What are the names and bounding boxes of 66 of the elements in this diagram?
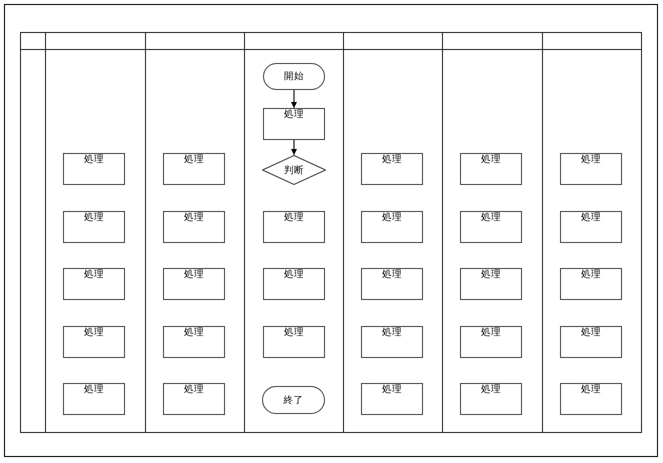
node-label: 処理 [184,384,204,395]
process-box [63,268,125,300]
process-box [560,268,622,300]
node-label: 処理 [581,327,601,338]
process-box [263,268,325,300]
node-label: 処理 [382,327,402,338]
process-box [263,108,325,140]
node-label: 処理 [581,212,601,223]
process-box [63,153,125,185]
node-label: 処理 [184,327,204,338]
node-label: 処理 [481,327,501,338]
process-box [163,211,225,243]
node-label: 処理 [481,154,501,165]
node-label: 処理 [284,327,304,338]
process-box [63,211,125,243]
process-box [263,211,325,243]
node-label: 処理 [84,212,104,223]
node-label: 処理 [284,109,304,120]
process-box [163,153,225,185]
process-box [361,383,423,415]
terminal-box [263,63,325,90]
node-label: 処理 [84,384,104,395]
node-label: 処理 [481,269,501,280]
arrow [291,140,297,156]
process-box [163,383,225,415]
process-box [63,383,125,415]
node-label: 処理 [284,212,304,223]
node-label: 処理 [184,154,204,165]
node-label: 判断 [284,164,304,176]
node-label: 処理 [184,212,204,223]
node-label: 処理 [581,384,601,395]
process-box [163,326,225,358]
process-box [361,153,423,185]
process-box [263,326,325,358]
process-box [460,268,522,300]
node-label: 処理 [581,269,601,280]
node-label: 終了 [284,394,304,406]
node-label: 処理 [84,154,104,165]
node-label: 処理 [481,384,501,395]
node-label: 処理 [382,154,402,165]
node-label: 開始 [284,71,304,82]
node-label: 処理 [84,269,104,280]
node-label: 処理 [382,212,402,223]
process-box [460,211,522,243]
process-box [560,153,622,185]
node-label: 処理 [382,384,402,395]
node-label: 処理 [84,327,104,338]
node-label: 処理 [284,269,304,280]
node-label: 処理 [184,269,204,280]
process-box [63,326,125,358]
process-box [560,326,622,358]
process-box [361,326,423,358]
decision-diamond [262,155,326,185]
process-box [560,383,622,415]
process-box [361,268,423,300]
process-box [460,153,522,185]
node-label: 処理 [581,154,601,165]
process-box [163,268,225,300]
process-box [361,211,423,243]
process-box [460,383,522,415]
terminal-box [262,386,325,414]
arrow [291,90,297,108]
process-box [560,211,622,243]
node-label: 処理 [481,212,501,223]
process-box [460,326,522,358]
node-label: 処理 [382,269,402,280]
